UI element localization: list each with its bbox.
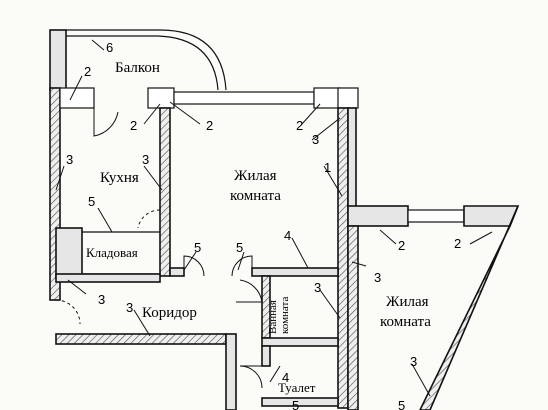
callout-balcony-rail: 6	[106, 40, 113, 55]
living-right-wall-outer	[347, 107, 357, 209]
living2-slanted-wall	[419, 205, 519, 410]
leaders	[55, 39, 493, 397]
corridor-bottom-right-wall	[225, 333, 237, 410]
callout-kitchen-left-wall: 3	[66, 152, 73, 167]
pantry-corridor-wall	[55, 273, 161, 283]
living-door	[231, 255, 253, 277]
balcony-left-wall	[49, 29, 67, 91]
callout-kitchen-partition: 3	[142, 152, 149, 167]
bath-door	[236, 279, 263, 303]
callout-bottom-right: 5	[398, 398, 405, 410]
label-bathroom-line2: комната	[279, 297, 291, 334]
callout-living2-wall-right: 3	[410, 354, 417, 369]
callout-kitchen-window: 2	[130, 118, 137, 133]
living2-window-left	[347, 205, 409, 227]
kitchen-door-arc	[137, 209, 161, 229]
living-right-wall	[337, 107, 349, 409]
balcony-door-frame	[147, 87, 175, 109]
bath-bottom-wall	[261, 337, 339, 347]
label-corridor: Коридор	[142, 305, 197, 321]
living2-left-wall	[347, 225, 359, 410]
balcony-rail-inner	[66, 35, 219, 91]
bath-top-wall	[251, 267, 339, 277]
label-kitchen: Кухня	[100, 170, 139, 186]
kitchen-balcony-window-left	[59, 87, 95, 109]
callout-living2-wall-left: 3	[374, 270, 381, 285]
toilet-bottom-wall	[261, 397, 339, 407]
entrance-door	[55, 299, 81, 325]
label-living-2-line1: Жилая	[386, 294, 429, 310]
label-balcony: Балкон	[115, 60, 160, 76]
callout-toilet-door: 5	[292, 398, 299, 410]
label-toilet: Туалет	[278, 380, 316, 395]
label-living-2-line2: комната	[380, 314, 431, 330]
callout-living-window: 2	[206, 118, 213, 133]
callout-corridor-wall: 3	[126, 300, 133, 315]
kitchen-living-partition	[159, 107, 171, 277]
balcony-rail	[66, 29, 227, 91]
callout-kitchen-door: 5	[194, 240, 201, 255]
label-living-1-line2: комната	[230, 188, 281, 204]
callout-living-partition: 1	[324, 160, 331, 175]
callout-living-window-right: 2	[296, 118, 303, 133]
living-balcony-window	[173, 91, 315, 105]
toilet-left-wall	[261, 345, 271, 367]
callout-toilet-partition: 4	[282, 370, 289, 385]
callout-living2-window-left: 2	[398, 238, 405, 253]
label-pantry: Кладовая	[86, 245, 138, 260]
living2-window	[407, 209, 465, 223]
label-bathroom-line1: Ванная	[267, 300, 279, 334]
pantry-wall	[55, 227, 83, 279]
callout-living2-window-right: 2	[454, 236, 461, 251]
callout-bath-wall: 3	[314, 280, 321, 295]
callout-pantry-door: 5	[88, 194, 95, 209]
balcony-walls	[49, 29, 227, 91]
callout-living-door: 5	[236, 240, 243, 255]
living-window-right-pier	[337, 87, 359, 109]
callout-corridor-wall-left: 3	[98, 292, 105, 307]
toilet-door	[239, 365, 263, 389]
callout-living-right-wall: 3	[312, 132, 319, 147]
label-living-1-line1: Жилая	[234, 168, 277, 184]
balcony-door	[93, 108, 119, 137]
living-window-pier	[313, 87, 341, 109]
callout-balcony-window-left: 2	[84, 64, 91, 79]
corridor-top-left	[169, 267, 185, 277]
callout-bath-partition: 4	[284, 228, 291, 243]
outer-left-wall	[49, 87, 61, 301]
kitchen-corridor-door	[183, 255, 205, 277]
corridor-bottom-wall	[55, 333, 227, 345]
